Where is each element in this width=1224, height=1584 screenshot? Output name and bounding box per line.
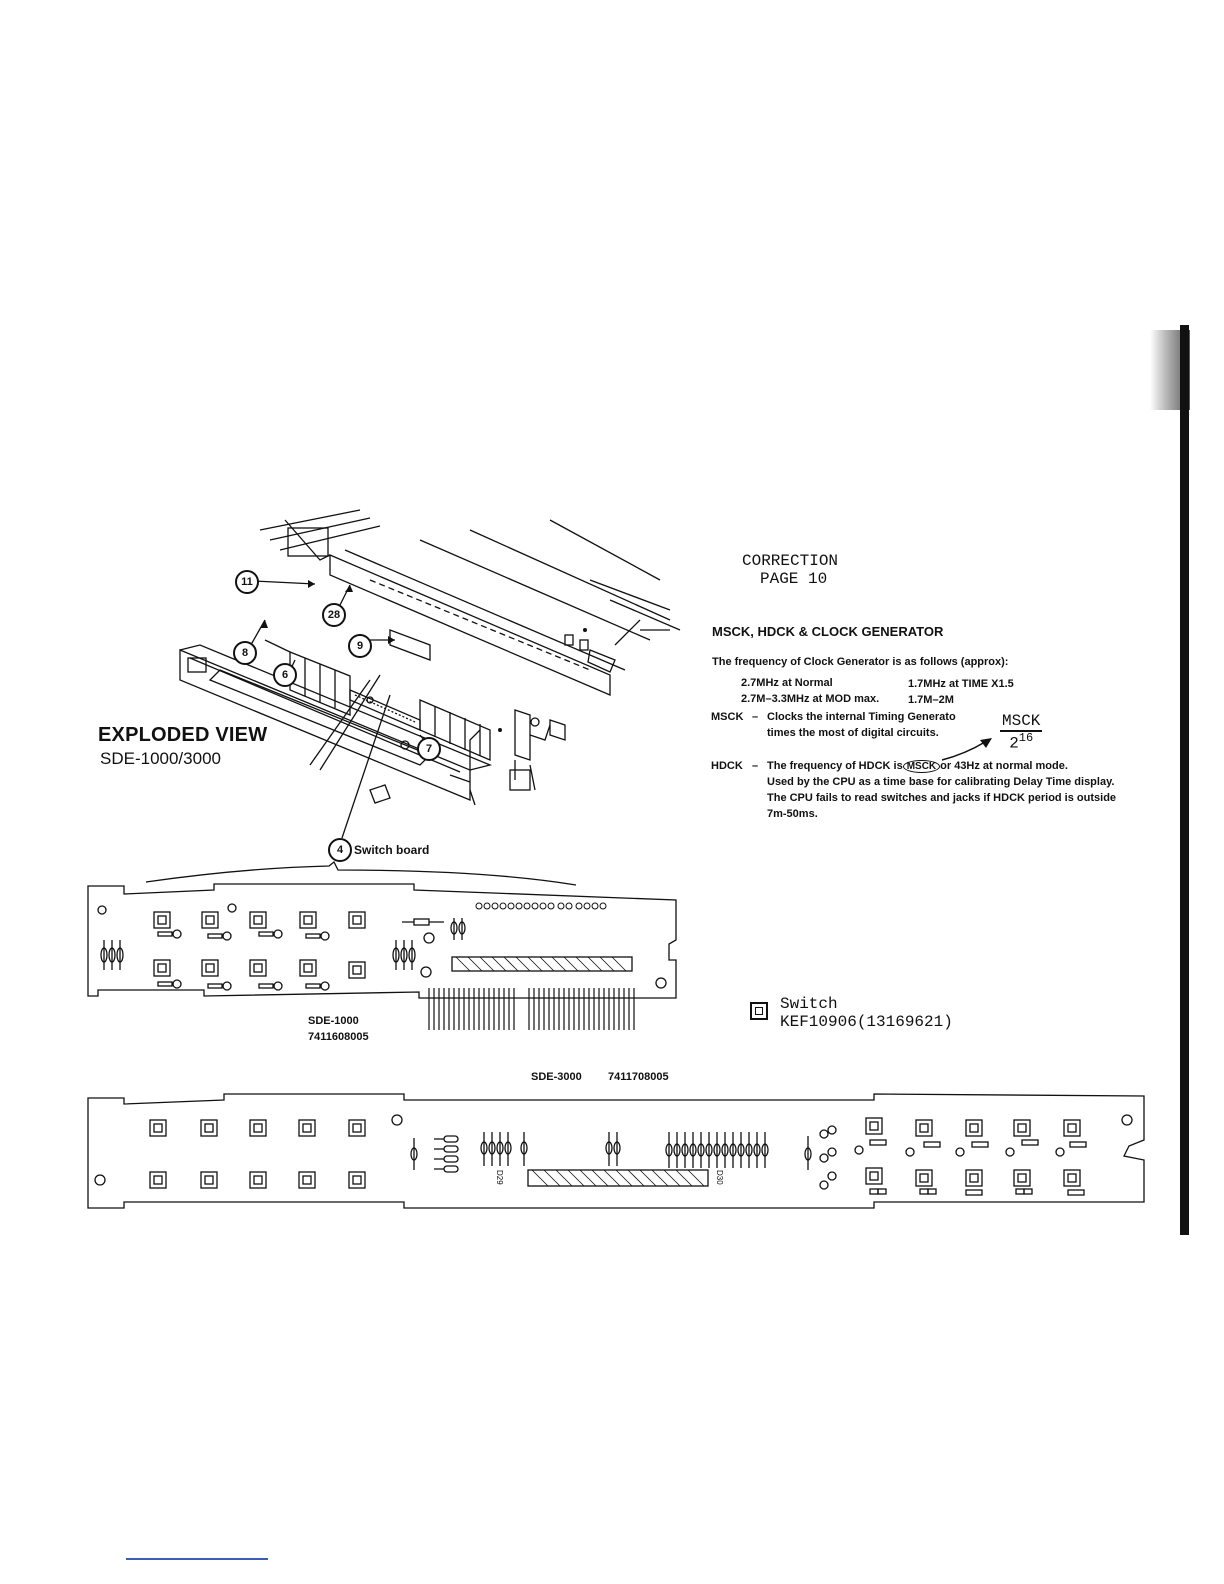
pcb1000-part: 7411608005 bbox=[308, 1031, 369, 1043]
switch-legend: Switch KEF10906(13169621) bbox=[780, 995, 953, 1031]
switch-legend-part: KEF10906(13169621) bbox=[780, 1013, 953, 1031]
hdck-dash: – bbox=[752, 760, 759, 772]
formula-base: 2 bbox=[1009, 734, 1019, 753]
pcb3000-part: 7411708005 bbox=[608, 1071, 669, 1083]
exploded-view-model: SDE-1000/3000 bbox=[100, 749, 221, 768]
switch-board-label: Switch board bbox=[354, 843, 430, 857]
freq-range: 1.7M–2M bbox=[908, 694, 954, 706]
hdck-circled-msck: MSCK bbox=[902, 760, 941, 773]
pcb-sde3000-drawing bbox=[87, 1093, 1145, 1209]
msck-formula: MSCK 216 bbox=[1000, 712, 1043, 753]
section-title: MSCK, HDCK & CLOCK GENERATOR bbox=[712, 624, 944, 639]
pcb3000-model: SDE-3000 bbox=[531, 1071, 582, 1083]
correction-line-2: PAGE 10 bbox=[760, 570, 828, 588]
callout-4: 4 bbox=[328, 838, 352, 862]
correction-note: CORRECTION PAGE 10 bbox=[742, 552, 838, 588]
msck-dash: – bbox=[752, 711, 759, 723]
callout-7: 7 bbox=[417, 737, 441, 761]
footer-underline bbox=[126, 1558, 268, 1560]
pcb1000-model: SDE-1000 bbox=[308, 1015, 359, 1027]
freq-normal: 2.7MHz at Normal bbox=[741, 677, 833, 689]
callout-8: 8 bbox=[233, 641, 257, 665]
hdck-pre: The frequency of HDCK is bbox=[767, 760, 903, 772]
callout-9: 9 bbox=[348, 634, 372, 658]
exploded-view-title: EXPLODED VIEW bbox=[98, 724, 268, 746]
pcb1000-switch-row-1 bbox=[153, 911, 366, 929]
freq-mod: 2.7M–3.3MHz at MOD max. bbox=[741, 693, 880, 705]
msck-line-1: Clocks the internal Timing Generato bbox=[767, 711, 956, 723]
hdck-line-2: Used by the CPU as a time base for calib… bbox=[767, 776, 1115, 788]
pcb1000-switch-row-2 bbox=[153, 959, 366, 979]
freq-time: 1.7MHz at TIME X1.5 bbox=[908, 678, 1014, 690]
msck-line-2: times the most of digital circuits. bbox=[767, 727, 939, 739]
formula-numerator: MSCK bbox=[1000, 712, 1043, 732]
formula-exponent: 16 bbox=[1018, 731, 1034, 745]
correction-line-1: CORRECTION bbox=[742, 552, 839, 570]
switch-legend-label: Switch bbox=[780, 995, 838, 1013]
msck-term: MSCK bbox=[711, 711, 744, 723]
callout-28: 28 bbox=[322, 603, 346, 627]
hdck-post: or 43Hz at normal mode. bbox=[940, 760, 1068, 772]
callout-11: 11 bbox=[235, 570, 259, 594]
hdck-line-4: 7m-50ms. bbox=[767, 808, 818, 820]
exploded-view-drawing bbox=[179, 509, 681, 839]
hdck-term: HDCK bbox=[711, 760, 743, 772]
pcb3000-d30: D30 bbox=[715, 1170, 724, 1185]
hdck-line-3: The CPU fails to read switches and jacks… bbox=[767, 792, 1117, 804]
scan-edge-bar bbox=[1180, 325, 1189, 1235]
intro-text: The frequency of Clock Generator is as f… bbox=[712, 656, 1009, 668]
pcb3000-d29: D29 bbox=[495, 1170, 504, 1185]
callout-6: 6 bbox=[273, 663, 297, 687]
switch-legend-icon bbox=[750, 1002, 768, 1020]
formula-arrow bbox=[941, 738, 992, 761]
pcb-sde1000-drawing bbox=[87, 860, 677, 1030]
